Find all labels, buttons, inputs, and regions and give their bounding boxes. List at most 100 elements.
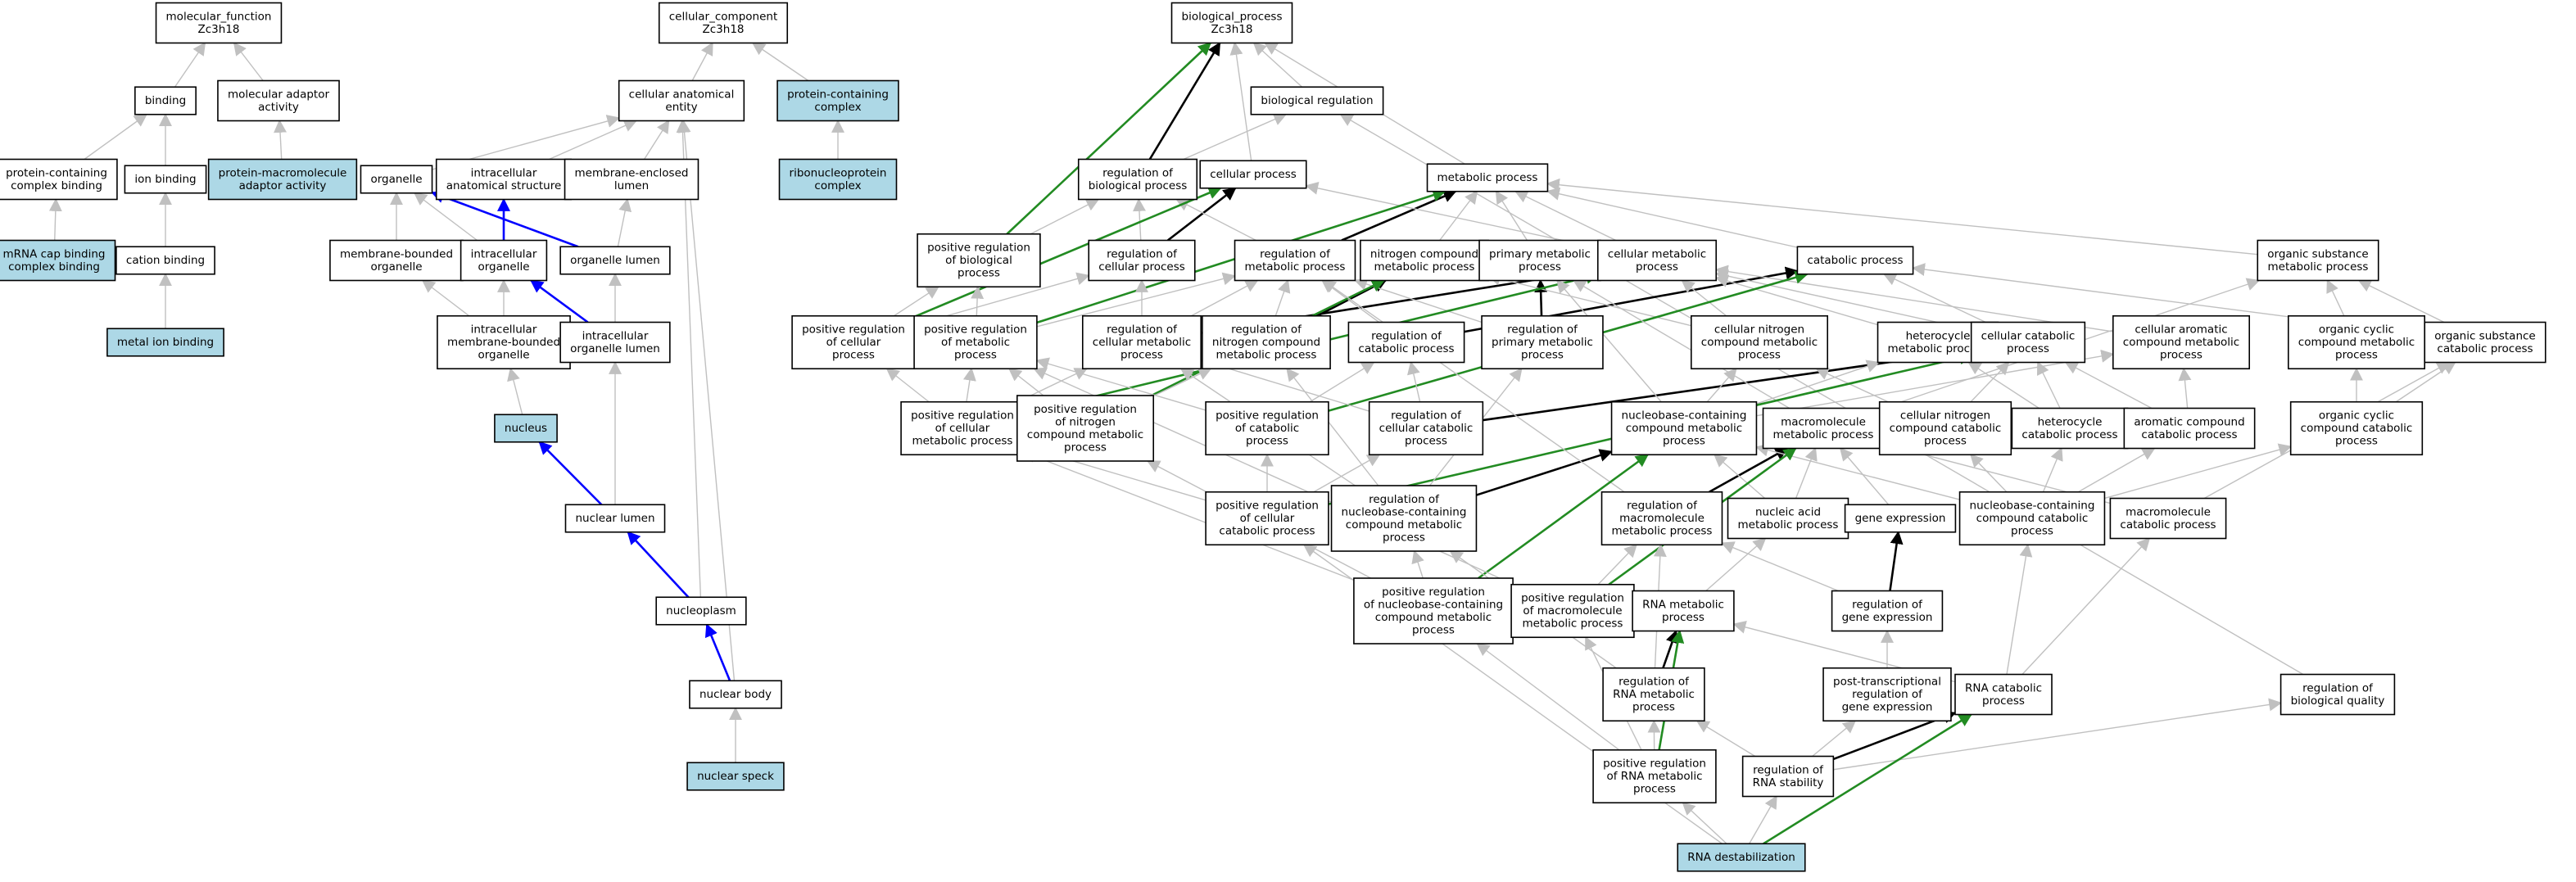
term-label: Zc3h18 bbox=[1211, 23, 1253, 36]
term-node-mp[interactable]: metabolic process bbox=[1426, 163, 1549, 192]
term-node-cp[interactable]: cellular process bbox=[1199, 160, 1307, 189]
edge-pmp-mp bbox=[1495, 190, 1528, 241]
term-node-ns[interactable]: nuclear speck bbox=[686, 762, 785, 791]
term-node-nl[interactable]: nuclear lumen bbox=[564, 504, 666, 533]
term-label: ribonucleoprotein bbox=[790, 166, 887, 179]
term-node-catp[interactable]: catabolic process bbox=[1796, 246, 1914, 275]
term-label: regulation of bbox=[1371, 329, 1442, 342]
term-label: process bbox=[1064, 441, 1107, 454]
term-node-ge[interactable]: gene expression bbox=[1844, 504, 1957, 533]
term-node-cation_binding[interactable]: cation binding bbox=[115, 246, 215, 275]
term-box bbox=[1822, 667, 1952, 722]
term-label: catabolic process bbox=[2120, 518, 2216, 531]
term-node-ol[interactable]: organelle lumen bbox=[559, 246, 671, 275]
edge-prccatp-rccatp bbox=[1313, 454, 1381, 493]
term-box bbox=[1958, 491, 2106, 546]
edge-cp-bp bbox=[1229, 41, 1252, 161]
term-label: of cellular bbox=[1240, 512, 1295, 525]
term-node-rnad[interactable]: RNA destabilization bbox=[1677, 843, 1806, 872]
edge-macmp-pmp bbox=[1572, 279, 1791, 409]
term-label: complex bbox=[814, 101, 861, 114]
term-node-breg[interactable]: biological regulation bbox=[1250, 86, 1384, 115]
term-node-nucleus[interactable]: nucleus bbox=[494, 414, 558, 443]
term-node-metal_ion[interactable]: metal ion binding bbox=[106, 328, 224, 357]
term-node-ion_binding[interactable]: ion binding bbox=[124, 165, 207, 194]
edge-ccatp-catp bbox=[1882, 273, 1986, 323]
term-node-nb[interactable]: nuclear body bbox=[689, 680, 782, 709]
term-node-nucleoplasm[interactable]: nucleoplasm bbox=[655, 596, 747, 626]
term-label: aromatic compound bbox=[2134, 415, 2244, 428]
term-label: complex binding bbox=[8, 260, 100, 274]
edge-nbccp-accp bbox=[2077, 447, 2156, 493]
term-box bbox=[207, 158, 358, 201]
term-label: process bbox=[2011, 525, 2053, 538]
term-node-rnbcmp[interactable]: regulation ofnucleobase-containingcompou… bbox=[1330, 485, 1478, 552]
term-box bbox=[778, 158, 898, 201]
term-node-organelle[interactable]: organelle bbox=[360, 165, 433, 194]
term-label: catabolic process bbox=[2141, 428, 2237, 441]
term-node-binding[interactable]: binding bbox=[134, 86, 197, 115]
term-box bbox=[115, 246, 215, 275]
